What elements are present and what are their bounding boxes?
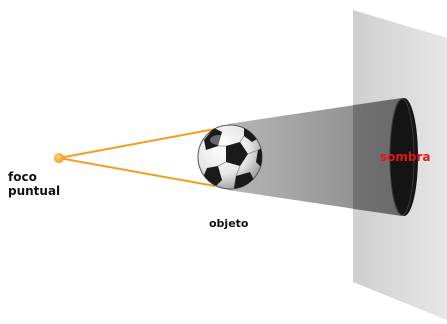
object-label: objeto [209, 217, 248, 231]
light-ray-bottom [59, 158, 215, 186]
light-source-label-line1: foco [8, 170, 60, 184]
light-ray-top [59, 129, 215, 158]
point-light-icon [54, 153, 64, 163]
light-source-label-line2: puntual [8, 184, 60, 198]
shadow-label: sombra [380, 150, 431, 164]
light-source-label: foco puntual [8, 170, 60, 198]
